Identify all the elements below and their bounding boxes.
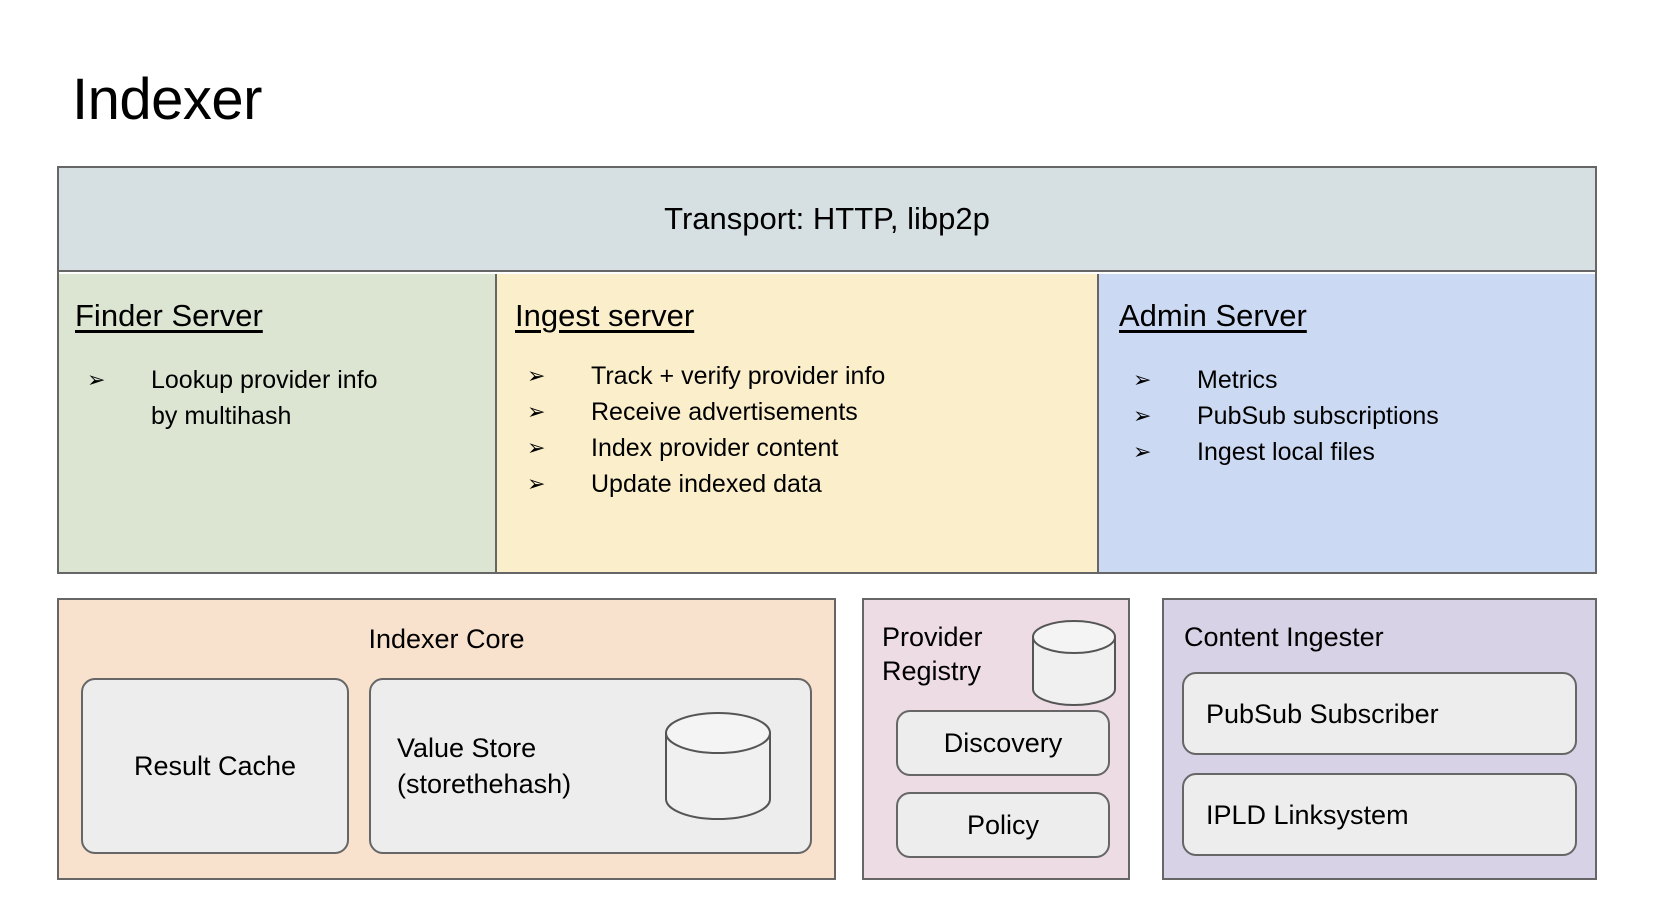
content-ingester-children: PubSub Subscriber IPLD Linksystem — [1182, 672, 1577, 856]
servers-row: Finder Server ➢ Lookup provider info by … — [59, 274, 1595, 572]
provider-registry-header: Provider Registry — [882, 620, 1118, 706]
list-item-label: Ingest local files — [1197, 438, 1375, 466]
list-item-label: Metrics — [1197, 366, 1278, 394]
database-cylinder-icon — [662, 711, 774, 821]
ipld-linksystem-box: IPLD Linksystem — [1182, 773, 1577, 856]
list-item: ➢ Track + verify provider info — [497, 358, 1097, 394]
ipld-linksystem-label: IPLD Linksystem — [1206, 799, 1409, 830]
policy-label: Policy — [966, 810, 1040, 840]
policy-box: Policy — [896, 792, 1110, 858]
result-cache-label: Result Cache — [133, 751, 297, 781]
value-store-label: Value Store (storethehash) — [397, 733, 572, 799]
arrow-bullet-icon: ➢ — [1133, 367, 1152, 392]
provider-registry-title: Provider Registry — [882, 622, 983, 686]
list-item-label: Update indexed data — [591, 470, 822, 498]
list-item-label: Lookup provider info by multihash — [151, 366, 378, 430]
transport-label: Transport: HTTP, libp2p — [664, 201, 990, 236]
finder-server-panel: Finder Server ➢ Lookup provider info by … — [59, 274, 497, 572]
discovery-label: Discovery — [943, 728, 1063, 758]
finder-server-bullet-list: ➢ Lookup provider info by multihash — [59, 362, 495, 434]
arrow-bullet-icon: ➢ — [87, 367, 106, 392]
arrow-bullet-icon: ➢ — [527, 471, 546, 496]
database-cylinder-icon — [1030, 620, 1118, 706]
components-row: Indexer Core Result Cache Value Store (s… — [57, 598, 1597, 880]
provider-registry-panel: Provider Registry Discovery Policy — [862, 598, 1130, 880]
ingest-server-panel: Ingest server ➢ Track + verify provider … — [497, 274, 1099, 572]
page-title: Indexer — [72, 67, 262, 132]
indexer-core-title: Indexer Core — [368, 624, 525, 654]
indexer-core-children: Result Cache Value Store (storethehash) — [81, 678, 812, 854]
list-item-label: PubSub subscriptions — [1197, 402, 1439, 430]
admin-server-bullet-list: ➢ Metrics ➢ PubSub subscriptions ➢ Inges… — [1099, 362, 1595, 470]
list-item: ➢ Ingest local files — [1099, 434, 1595, 470]
discovery-box: Discovery — [896, 710, 1110, 776]
indexer-core-panel: Indexer Core Result Cache Value Store (s… — [57, 598, 836, 880]
pubsub-subscriber-label: PubSub Subscriber — [1206, 698, 1439, 729]
ingest-server-bullet-list: ➢ Track + verify provider info ➢ Receive… — [497, 358, 1097, 502]
content-ingester-panel: Content Ingester PubSub Subscriber IPLD … — [1162, 598, 1597, 880]
indexer-top-stack: Transport: HTTP, libp2p Finder Server ➢ … — [57, 166, 1597, 574]
list-item-label: Index provider content — [591, 434, 839, 462]
transport-layer: Transport: HTTP, libp2p — [59, 168, 1595, 272]
admin-server-panel: Admin Server ➢ Metrics ➢ PubSub subscrip… — [1099, 274, 1595, 572]
finder-server-title: Finder Server — [75, 298, 263, 333]
list-item: ➢ Index provider content — [497, 430, 1097, 466]
list-item-label: Track + verify provider info — [591, 362, 886, 390]
ingest-server-title: Ingest server — [515, 298, 695, 333]
provider-registry-children: Discovery Policy — [896, 710, 1110, 858]
list-item: ➢ Update indexed data — [497, 466, 1097, 502]
arrow-bullet-icon: ➢ — [527, 435, 546, 460]
list-item: ➢ Receive advertisements — [497, 394, 1097, 430]
arrow-bullet-icon: ➢ — [1133, 439, 1152, 464]
result-cache-box: Result Cache — [81, 678, 349, 854]
arrow-bullet-icon: ➢ — [527, 399, 546, 424]
list-item: ➢ Metrics — [1099, 362, 1595, 398]
list-item: ➢ PubSub subscriptions — [1099, 398, 1595, 434]
list-item-label: Receive advertisements — [591, 398, 858, 426]
arrow-bullet-icon: ➢ — [1133, 403, 1152, 428]
list-item: ➢ Lookup provider info by multihash — [59, 362, 495, 434]
content-ingester-title: Content Ingester — [1184, 622, 1384, 652]
admin-server-title: Admin Server — [1119, 298, 1307, 333]
pubsub-subscriber-box: PubSub Subscriber — [1182, 672, 1577, 755]
arrow-bullet-icon: ➢ — [527, 363, 546, 388]
value-store-box: Value Store (storethehash) — [369, 678, 812, 854]
